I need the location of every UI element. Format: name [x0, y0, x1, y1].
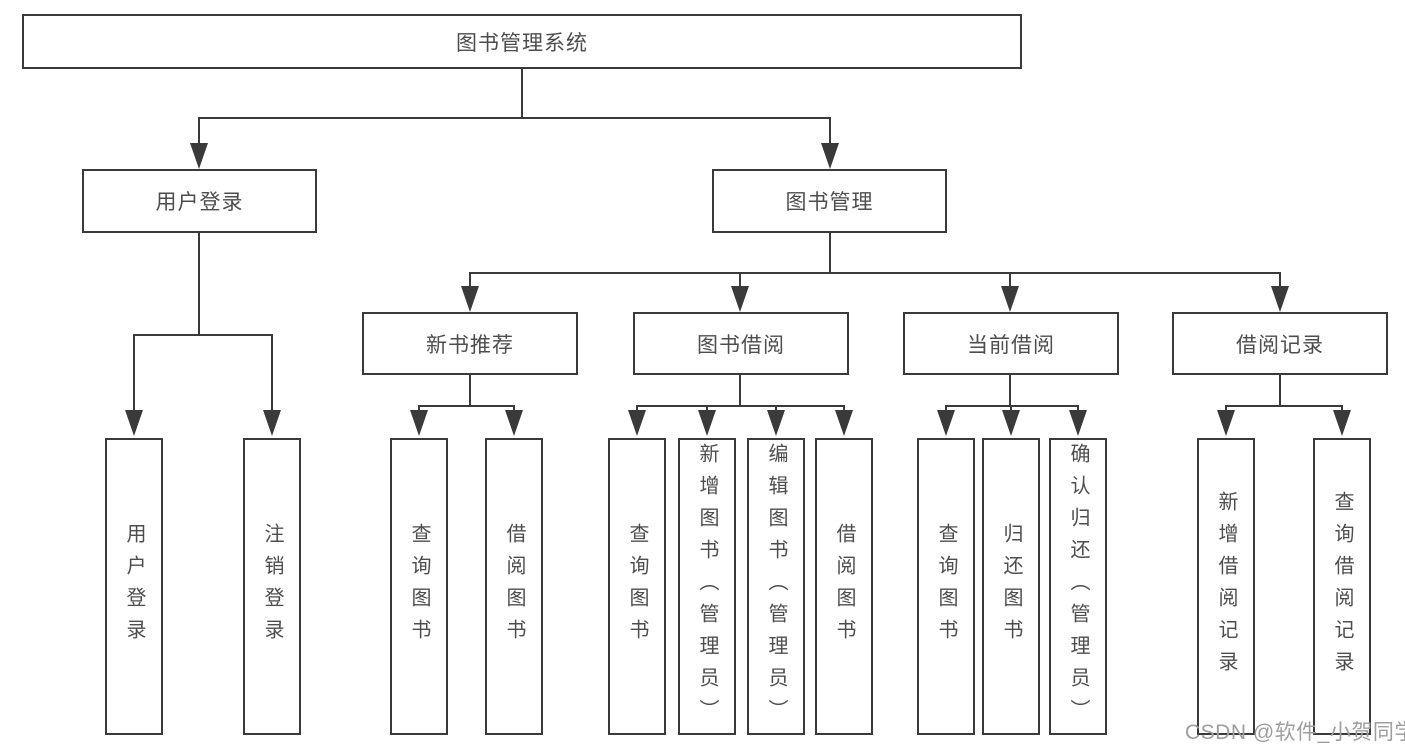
arrow-to-cb-query	[937, 410, 955, 436]
node-book-management: 图书管理	[712, 169, 947, 233]
leaf-query-borrow-record-label: 查询借阅记录	[1331, 490, 1353, 683]
node-root: 图书管理系统	[22, 14, 1022, 69]
connector-stem-current-borrow	[1009, 272, 1011, 288]
connector-userlogin-drop	[198, 233, 200, 336]
connector-borrowrecords-drop	[1279, 374, 1281, 407]
connector-stem-leaf-logout	[271, 334, 273, 410]
connector-stem-cb3	[1077, 405, 1079, 411]
node-new-book-recommend-label: 新书推荐	[426, 333, 514, 357]
arrow-to-user-login	[190, 143, 208, 169]
connector-stem-bb2	[706, 405, 708, 411]
connector-level3-bar	[469, 272, 1281, 274]
arrow-to-book-borrow	[731, 286, 749, 312]
node-book-management-label: 图书管理	[785, 191, 874, 214]
leaf-return-books: 归还图书	[982, 438, 1040, 735]
leaf-edit-books-admin: 编辑图书（管理员）	[747, 438, 805, 735]
arrow-to-bb-add	[698, 410, 716, 436]
arrow-to-leaf-logout	[263, 410, 281, 436]
leaf-borrow-query-books: 查询图书	[608, 438, 666, 735]
connector-stem-br2	[1341, 405, 1343, 411]
leaf-query-borrow-record: 查询借阅记录	[1313, 438, 1371, 735]
connector-stem-cb1	[945, 405, 947, 411]
leaf-current-query-books: 查询图书	[917, 438, 975, 735]
leaf-newbooks-query-books-label: 查询图书	[408, 522, 430, 651]
arrow-to-nb-borrow	[505, 410, 523, 436]
arrow-to-borrow-records	[1271, 286, 1289, 312]
arrow-to-cb-confirm	[1069, 410, 1087, 436]
leaf-logout-label: 注销登录	[261, 522, 283, 651]
csdn-watermark: CSDN @软件_小贺同学	[1185, 721, 1405, 744]
connector-stem-book-borrow	[739, 272, 741, 288]
connector-newbooks-bar	[418, 405, 515, 407]
connector-currentborrow-bar	[945, 405, 1079, 407]
connector-borrowrecords-bar	[1225, 405, 1343, 407]
connector-stem-book-mgmt	[829, 117, 831, 144]
connector-stem-borrow-records	[1279, 272, 1281, 288]
node-user-login: 用户登录	[82, 169, 317, 233]
connector-bookborrow-drop	[739, 374, 741, 407]
leaf-add-books-admin-label: 新增图书（管理员）	[696, 442, 718, 731]
arrow-to-bb-edit	[767, 410, 785, 436]
arrow-to-br-query	[1333, 410, 1351, 436]
arrow-to-nb-query	[410, 410, 428, 436]
arrow-to-cb-return	[1002, 410, 1020, 436]
node-user-login-label: 用户登录	[155, 191, 244, 214]
connector-bookmgmt-drop	[829, 232, 831, 274]
leaf-newbooks-query-books: 查询图书	[390, 438, 448, 735]
node-book-borrow: 图书借阅	[633, 312, 849, 375]
node-book-borrow-label: 图书借阅	[697, 333, 785, 357]
leaf-edit-books-admin-label: 编辑图书（管理员）	[765, 442, 787, 731]
node-current-borrow-label: 当前借阅	[967, 333, 1055, 357]
leaf-add-borrow-record-label: 新增借阅记录	[1215, 490, 1237, 683]
connector-newbooks-drop	[469, 374, 471, 407]
connector-stem-cb2	[1010, 405, 1012, 411]
leaf-newbooks-borrow-books: 借阅图书	[485, 438, 543, 735]
leaf-add-books-admin: 新增图书（管理员）	[678, 438, 736, 735]
leaf-confirm-return-admin-label: 确认归还（管理员）	[1067, 442, 1089, 731]
connector-stem-br1	[1225, 405, 1227, 411]
leaf-user-login: 用户登录	[105, 438, 163, 735]
arrow-to-book-mgmt	[821, 143, 839, 169]
leaf-borrow-borrow-books-label: 借阅图书	[833, 522, 855, 651]
connector-stem-nb1	[418, 405, 420, 411]
connector-stem-bb3	[775, 405, 777, 411]
connector-stem-leaf-login	[133, 334, 135, 410]
connector-stem-new-books	[469, 272, 471, 288]
arrow-to-leaf-login	[125, 410, 143, 436]
leaf-add-borrow-record: 新增借阅记录	[1197, 438, 1255, 735]
arrow-to-br-add	[1217, 410, 1235, 436]
leaf-confirm-return-admin: 确认归还（管理员）	[1049, 438, 1107, 735]
connector-userlogin-bar	[133, 334, 273, 336]
leaf-current-query-books-label: 查询图书	[935, 522, 957, 651]
connector-bookborrow-bar	[636, 405, 845, 407]
arrow-to-bb-query	[628, 410, 646, 436]
leaf-user-login-label: 用户登录	[123, 522, 145, 651]
node-current-borrow: 当前借阅	[903, 312, 1119, 375]
connector-level2-bar	[198, 117, 831, 119]
leaf-newbooks-borrow-books-label: 借阅图书	[503, 522, 525, 651]
node-borrow-records-label: 借阅记录	[1236, 333, 1324, 357]
arrow-to-current-borrow	[1001, 286, 1019, 312]
arrow-to-new-books	[461, 286, 479, 312]
connector-stem-bb1	[636, 405, 638, 411]
node-root-label: 图书管理系统	[456, 31, 588, 55]
node-new-book-recommend: 新书推荐	[362, 312, 578, 375]
leaf-borrow-borrow-books: 借阅图书	[815, 438, 873, 735]
connector-stem-user-login	[198, 117, 200, 144]
arrow-to-bb-borrow	[835, 410, 853, 436]
leaf-borrow-query-books-label: 查询图书	[626, 522, 648, 651]
connector-stem-bb4	[843, 405, 845, 411]
leaf-return-books-label: 归还图书	[1000, 522, 1022, 651]
connector-currentborrow-drop	[1009, 374, 1011, 407]
connector-stem-nb2	[513, 405, 515, 411]
leaf-logout: 注销登录	[243, 438, 301, 735]
connector-root-drop	[521, 69, 523, 118]
node-borrow-records: 借阅记录	[1172, 312, 1388, 375]
